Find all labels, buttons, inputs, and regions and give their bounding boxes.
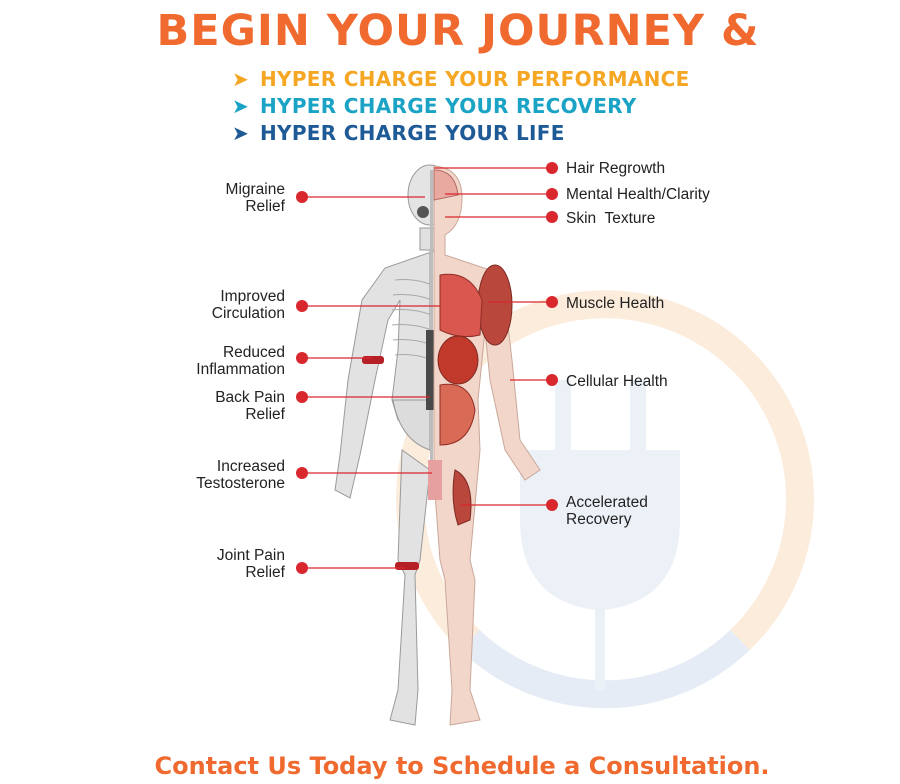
label-line: Relief — [245, 564, 285, 581]
marker-dot — [546, 162, 558, 174]
label-cellular-health: Cellular Health — [566, 373, 786, 390]
marker-dot — [296, 352, 308, 364]
label-back-pain-relief: Back Pain Relief — [105, 389, 285, 423]
label-line: Skin Texture — [566, 210, 656, 227]
marker-dot — [546, 188, 558, 200]
tagline-performance: ➤ HYPER CHARGE YOUR PERFORMANCE — [232, 67, 690, 91]
marker-dot — [296, 391, 308, 403]
label-line: Accelerated — [566, 494, 648, 511]
label-joint-pain-relief: Joint Pain Relief — [105, 547, 285, 581]
label-line: Inflammation — [196, 361, 285, 378]
label-line: Cellular Health — [566, 373, 668, 390]
arrow-icon: ➤ — [232, 121, 250, 145]
marker-dot — [546, 374, 558, 386]
marker-dot — [296, 191, 308, 203]
label-line: Muscle Health — [566, 295, 665, 312]
label-muscle-health: Muscle Health — [566, 295, 786, 312]
label-line: Migraine — [225, 181, 285, 198]
label-line: Recovery — [566, 511, 632, 528]
leader-lines-right — [434, 167, 552, 506]
label-line: Increased — [216, 458, 285, 475]
label-line: Joint Pain — [216, 547, 285, 564]
label-increased-testosterone: Increased Testosterone — [105, 458, 285, 492]
arrow-icon: ➤ — [232, 67, 250, 91]
label-line: Back Pain — [215, 389, 285, 406]
marker-dot — [296, 562, 308, 574]
leader-lines-left — [302, 196, 440, 569]
label-line: Reduced — [222, 344, 285, 361]
label-migraine-relief: Migraine Relief — [105, 181, 285, 215]
label-mental-health: Mental Health/Clarity — [566, 186, 786, 203]
tagline-life: ➤ HYPER CHARGE YOUR LIFE — [232, 121, 565, 145]
label-improved-circulation: Improved Circulation — [105, 288, 285, 322]
body-half — [428, 165, 541, 726]
label-line: Relief — [245, 406, 285, 423]
tagline-life-text: HYPER CHARGE YOUR LIFE — [260, 121, 565, 145]
call-to-action[interactable]: Contact Us Today to Schedule a Consultat… — [154, 752, 770, 780]
label-accelerated-recovery: Accelerated Recovery — [566, 494, 786, 528]
plug-logo-icon — [396, 290, 814, 709]
marker-dot — [296, 300, 308, 312]
arrow-icon: ➤ — [232, 94, 250, 118]
markers-left — [296, 191, 308, 574]
label-skin-texture: Skin Texture — [566, 210, 786, 227]
marker-dot — [296, 467, 308, 479]
marker-dot — [546, 211, 558, 223]
tagline-performance-text: HYPER CHARGE YOUR PERFORMANCE — [260, 67, 690, 91]
marker-dot — [546, 499, 558, 511]
tagline-recovery-text: HYPER CHARGE YOUR RECOVERY — [260, 94, 637, 118]
label-line: Improved — [220, 288, 285, 305]
label-reduced-inflammation: Reduced Inflammation — [105, 344, 285, 378]
headline: BEGIN YOUR JOURNEY & — [156, 6, 760, 56]
tagline-recovery: ➤ HYPER CHARGE YOUR RECOVERY — [232, 94, 637, 118]
label-line: Mental Health/Clarity — [566, 186, 710, 203]
label-hair-regrowth: Hair Regrowth — [566, 160, 786, 177]
label-line: Testosterone — [196, 475, 285, 492]
label-line: Circulation — [211, 305, 285, 322]
markers-right — [546, 162, 558, 511]
marker-dot — [546, 296, 558, 308]
label-line: Hair Regrowth — [566, 160, 666, 177]
label-line: Relief — [245, 198, 285, 215]
